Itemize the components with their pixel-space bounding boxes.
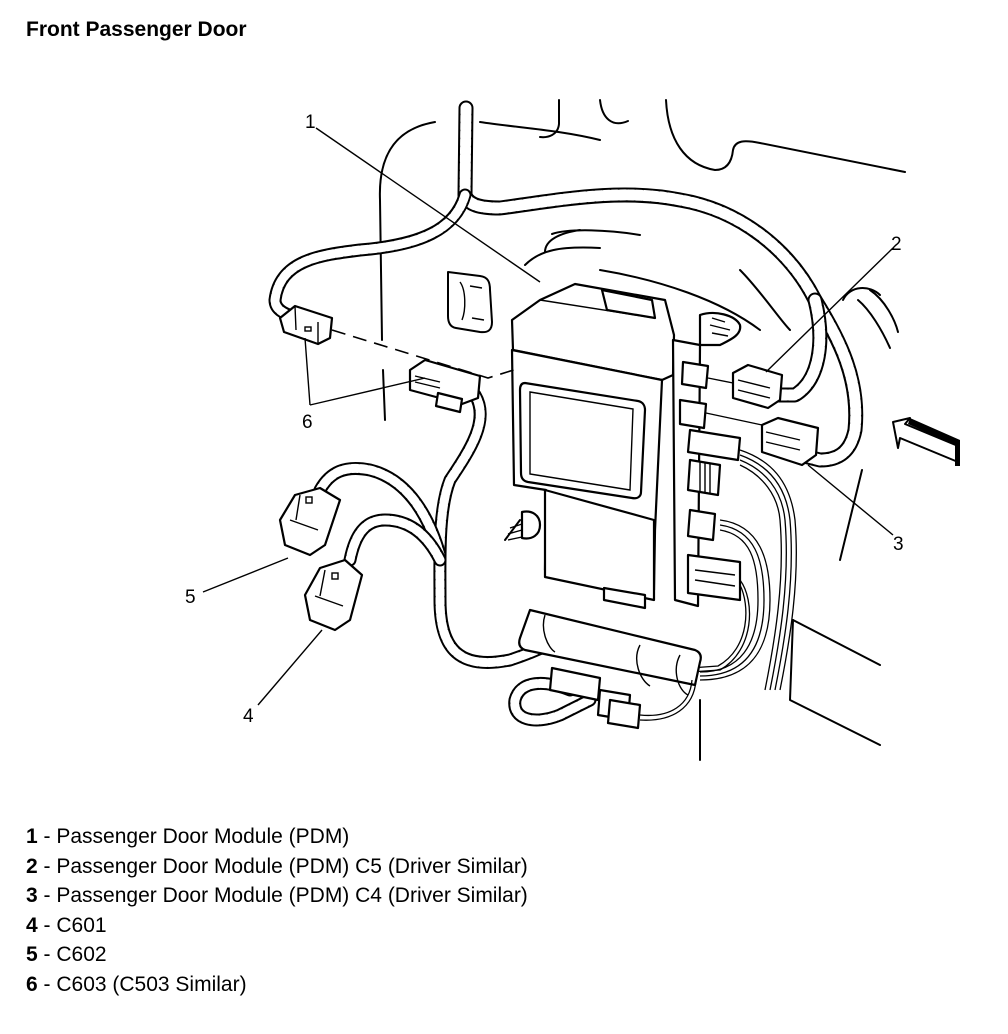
callout-1: 1 xyxy=(305,112,316,133)
legend-text: Passenger Door Module (PDM) C5 (Driver S… xyxy=(56,854,528,878)
legend-number: 4 xyxy=(26,913,38,937)
callout-leaders xyxy=(202,127,894,706)
legend-number: 2 xyxy=(26,854,38,878)
legend-item: 4 - C601 xyxy=(26,911,528,941)
connector-pdm-c5 xyxy=(707,363,784,410)
legend-separator: - xyxy=(37,825,57,848)
legend-separator: - xyxy=(37,854,57,878)
legend-number: 5 xyxy=(26,943,38,966)
beaded-wiring-harness xyxy=(268,188,597,727)
legend: 1 - Passenger Door Module (PDM) 2 - Pass… xyxy=(26,822,528,999)
legend-item: 3 - Passenger Door Module (PDM) C4 (Driv… xyxy=(26,881,528,911)
legend-text: Passenger Door Module (PDM) C4 (Driver S… xyxy=(56,884,528,907)
legend-item: 5 - C602 xyxy=(26,940,528,970)
connector-c602 xyxy=(278,486,342,557)
legend-text: C602 xyxy=(56,943,107,966)
legend-item: 6 - C603 (C503 Similar) xyxy=(26,970,528,1000)
lower-harness-wrap xyxy=(518,608,702,761)
door-wiring-illustration: 1 2 3 4 5 6 xyxy=(185,99,960,761)
legend-separator: - xyxy=(37,884,57,907)
callout-2: 2 xyxy=(891,234,902,255)
callout-3: 3 xyxy=(893,534,904,555)
connector-c603 xyxy=(278,304,521,414)
view-direction-arrow-icon xyxy=(892,417,960,466)
main-wiring-harness xyxy=(457,100,864,468)
diagram-title: Front Passenger Door xyxy=(26,18,247,41)
wire-bundle xyxy=(689,449,797,691)
legend-separator: - xyxy=(37,943,57,966)
legend-item: 1 - Passenger Door Module (PDM) xyxy=(26,822,528,852)
passenger-door-module xyxy=(507,282,742,610)
door-panel-outline xyxy=(378,99,906,746)
callout-4: 4 xyxy=(243,706,254,727)
connector-pdm-c4 xyxy=(705,412,820,467)
connector-c601 xyxy=(303,558,364,632)
door-handle-pocket xyxy=(447,271,493,334)
legend-text: Passenger Door Module (PDM) xyxy=(56,825,350,848)
legend-number: 1 xyxy=(26,825,38,848)
legend-text: C601 xyxy=(56,913,107,937)
legend-separator: - xyxy=(37,972,57,996)
legend-item: 2 - Passenger Door Module (PDM) C5 (Driv… xyxy=(26,852,528,882)
legend-number: 6 xyxy=(26,972,38,996)
legend-text: C603 (C503 Similar) xyxy=(56,972,247,996)
callout-6: 6 xyxy=(302,412,313,433)
legend-separator: - xyxy=(37,913,57,937)
callout-5: 5 xyxy=(185,587,196,608)
legend-number: 3 xyxy=(26,884,38,907)
